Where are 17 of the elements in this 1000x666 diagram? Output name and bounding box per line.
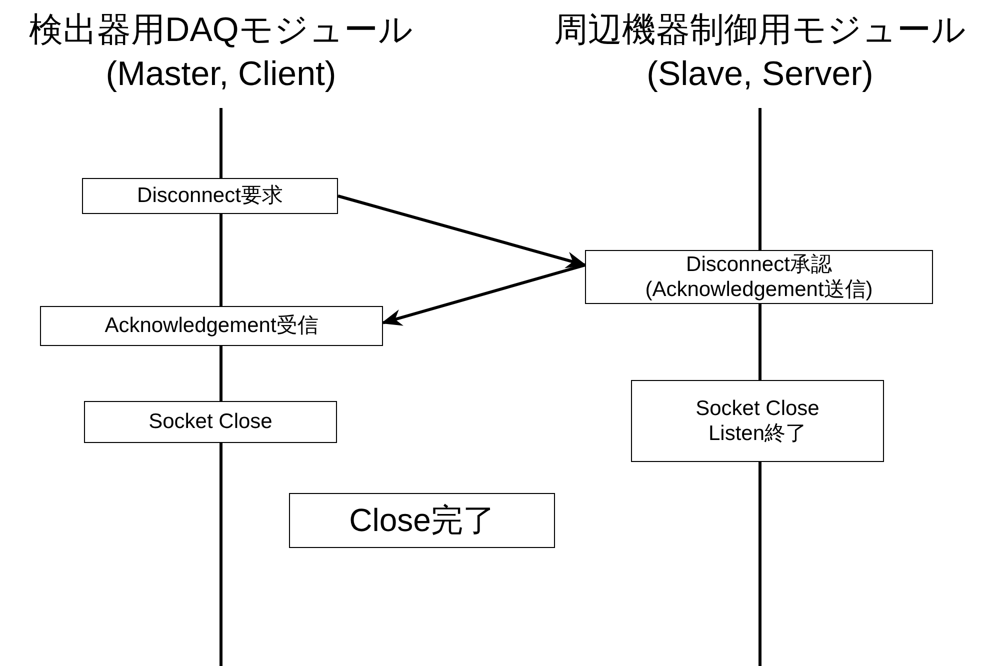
step-label: Socket Close xyxy=(148,409,272,435)
module-role: (Master, Client) xyxy=(106,54,336,95)
module-title: 検出器用DAQモジュール xyxy=(29,10,413,51)
step-label: Acknowledgement受信 xyxy=(104,313,318,339)
process-box xyxy=(631,380,884,462)
step-label: Socket Close Listen終了 xyxy=(694,396,820,446)
step-label: Disconnect承認 (Acknowledgement送信) xyxy=(644,252,874,302)
step-label: Disconnect要求 xyxy=(137,183,283,209)
module-title: 周辺機器制御用モジュール xyxy=(554,10,966,51)
process-box xyxy=(289,493,555,548)
process-box xyxy=(84,401,337,443)
module-role: (Slave, Server) xyxy=(646,54,874,95)
arrow xyxy=(338,194,588,268)
step-label: Close完了 xyxy=(349,501,495,540)
process-box xyxy=(40,306,383,346)
process-box xyxy=(82,178,338,214)
process-box xyxy=(585,250,933,304)
